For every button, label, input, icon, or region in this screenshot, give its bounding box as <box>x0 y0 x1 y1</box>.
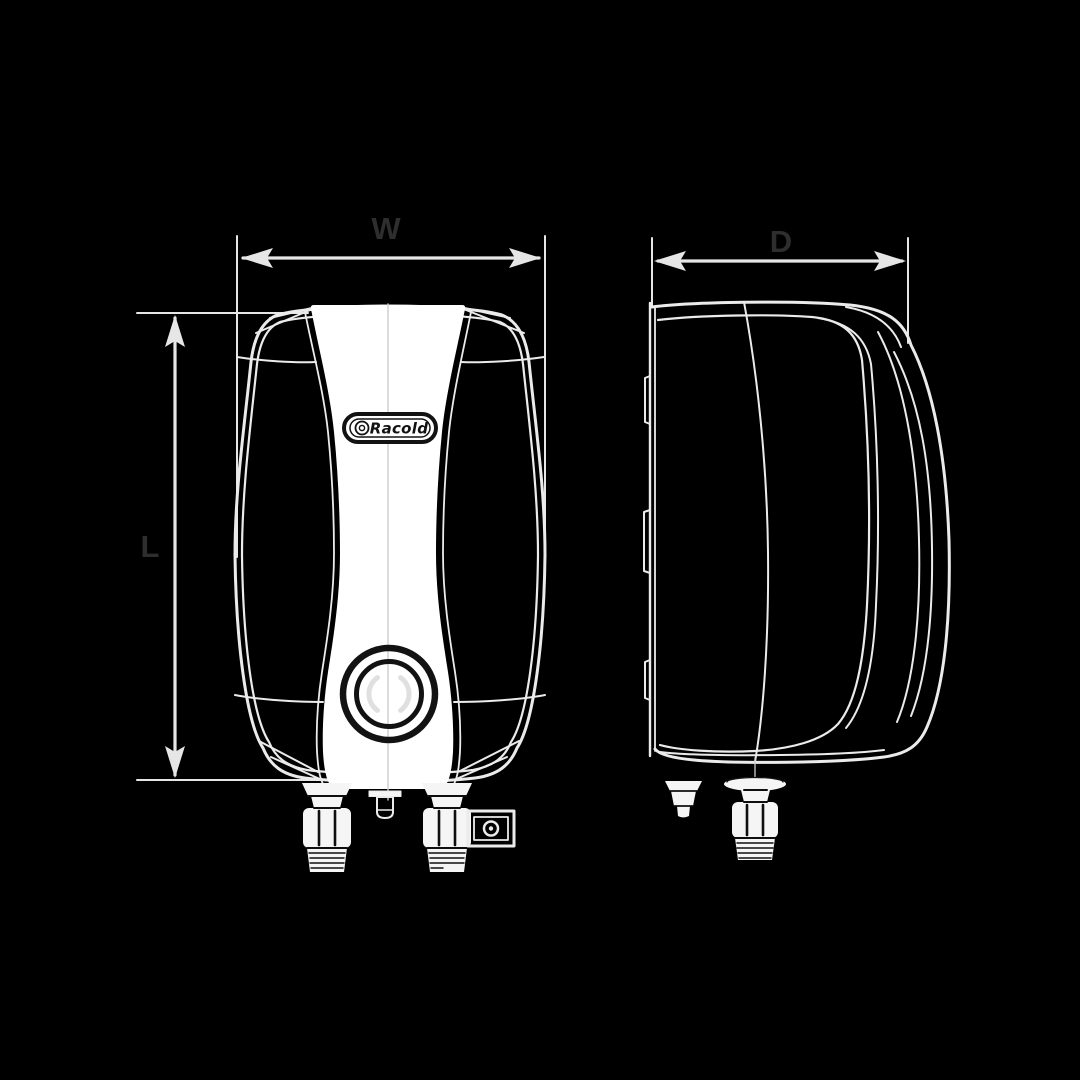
side-seam-line <box>743 301 770 763</box>
logo-badge <box>342 412 438 444</box>
side-pipe-fitting <box>724 776 786 860</box>
water-inlet-fitting <box>302 783 352 872</box>
brand-logo-text: Racold <box>370 420 429 438</box>
contour-line <box>659 749 885 757</box>
fitting-separator <box>734 789 776 839</box>
arrowhead-right-icon <box>509 248 541 268</box>
fitting-separator <box>306 795 348 849</box>
fitting-nut <box>732 802 778 838</box>
box-inner-line <box>473 816 509 841</box>
dial-inner-ring <box>354 659 424 729</box>
flange-top-line <box>726 776 784 783</box>
seam-line <box>460 356 545 364</box>
plug-flange <box>665 781 702 791</box>
side-cable-plug <box>665 781 702 818</box>
box-outline <box>466 809 516 848</box>
control-dial <box>339 644 439 744</box>
dial-faint-arc <box>398 675 412 713</box>
logo-mark-icon <box>354 420 370 436</box>
side-view <box>643 300 951 860</box>
dimension-length-label: L <box>141 529 160 564</box>
fitting-threads <box>427 848 467 872</box>
plug-cap <box>671 791 696 806</box>
front-view: Racold <box>233 303 547 872</box>
arrowhead-top-icon <box>165 315 185 347</box>
fitting-neck <box>311 796 343 808</box>
contour-line <box>893 351 934 717</box>
fitting-threads <box>307 848 347 872</box>
side-body-outline <box>650 300 951 764</box>
contour-line <box>453 756 508 781</box>
fitting-separator <box>426 795 468 849</box>
contour-line <box>269 306 317 319</box>
brand-logo: Racold <box>342 412 438 444</box>
dimension-width-label: W <box>371 211 401 246</box>
fitting-nut <box>303 808 351 848</box>
fitting-nut <box>423 808 471 848</box>
fitting-flange <box>724 777 786 791</box>
seam-line <box>453 694 546 703</box>
dimension-length: L <box>136 312 343 781</box>
dimension-depth-label: D <box>770 224 792 259</box>
contour-line <box>457 740 520 773</box>
box-screw-dot-icon <box>488 826 494 831</box>
plug-separator <box>669 790 698 807</box>
fitting-neck <box>431 796 463 808</box>
thread-ridges <box>736 842 774 859</box>
box-screw-icon <box>482 820 500 837</box>
contour-line <box>465 309 525 334</box>
front-inner-contour <box>240 312 540 775</box>
logo-inner-border <box>349 418 431 438</box>
contour-line <box>877 331 921 723</box>
contour-line <box>258 740 319 773</box>
water-outlet-fitting <box>422 783 472 872</box>
nut-facet-line <box>317 809 337 847</box>
mounting-tab <box>644 375 651 425</box>
contour-line <box>459 306 511 319</box>
contour-line <box>255 309 311 334</box>
dimension-depth: D <box>651 224 909 344</box>
contour-line <box>304 311 335 785</box>
fitting-threads <box>735 838 775 860</box>
nut-facet-line <box>437 809 457 847</box>
dial-outer-ring <box>339 644 439 744</box>
seam-line <box>234 694 324 703</box>
arrowhead-left-icon <box>654 251 686 271</box>
dial-faint-arc <box>366 675 380 713</box>
plug-tail <box>677 806 690 818</box>
contour-line <box>270 756 323 781</box>
contour-line <box>442 311 472 785</box>
drain-plug <box>368 790 402 819</box>
thread-ridges <box>428 852 466 869</box>
arrowhead-right-icon <box>874 251 906 271</box>
thread-ridges <box>308 852 346 869</box>
logo-mark-dot-icon <box>358 424 366 432</box>
side-inner-contour <box>656 314 871 753</box>
fitting-flange <box>422 783 472 796</box>
plug-bar <box>368 790 402 797</box>
plug-body <box>376 796 394 819</box>
cable-entry-box <box>466 809 516 848</box>
nut-facet-line <box>745 803 765 837</box>
fitting-stem <box>741 790 770 802</box>
seam-line <box>236 356 317 364</box>
mounting-tab <box>643 509 651 574</box>
mounting-tab <box>644 659 651 701</box>
fitting-flange <box>302 783 352 796</box>
arrowhead-left-icon <box>241 248 273 268</box>
side-corner-contour <box>817 317 880 729</box>
front-body-outline <box>233 304 547 784</box>
arrowhead-bottom-icon <box>165 746 185 778</box>
side-corner-arc <box>845 306 902 348</box>
